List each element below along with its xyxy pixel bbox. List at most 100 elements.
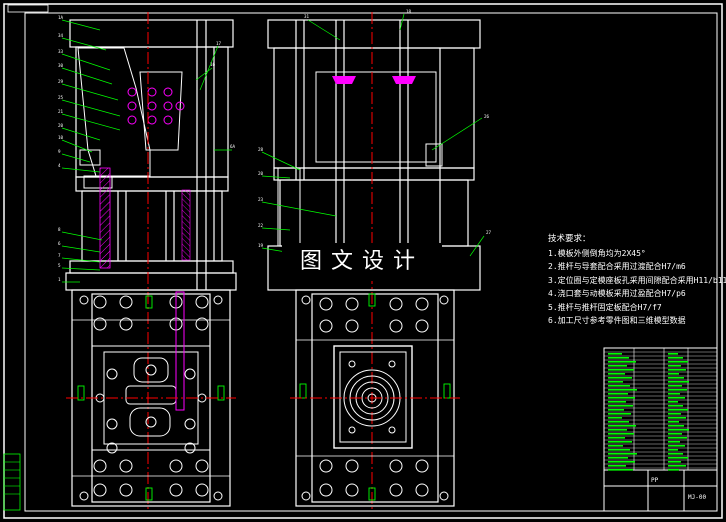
bom-row-mark — [668, 441, 680, 443]
bom-row-mark — [668, 409, 688, 411]
bom-row-mark — [668, 449, 678, 451]
left-cavity-holes — [127, 87, 185, 125]
svg-text:6: 6 — [58, 241, 61, 246]
bom-row-mark — [608, 429, 627, 431]
bom-row-mark — [668, 405, 683, 407]
svg-text:5: 5 — [58, 263, 61, 268]
title-block-drawing-code: MJ-00 — [688, 494, 707, 501]
svg-text:28: 28 — [258, 147, 264, 152]
title-block-material: PP — [651, 477, 659, 484]
bom-row-mark — [668, 413, 681, 415]
tech-note-5: 5.推杆与推杆固定板配合H7/f7 — [548, 302, 662, 312]
svg-text:25: 25 — [58, 95, 64, 100]
svg-text:17: 17 — [216, 41, 222, 46]
bom-row-mark — [608, 465, 626, 467]
svg-text:18: 18 — [406, 9, 412, 14]
bom-row-mark — [608, 373, 625, 375]
bom-row-mark — [608, 449, 630, 451]
bom-row-mark — [668, 445, 685, 447]
bom-row-mark — [668, 397, 685, 399]
svg-text:20: 20 — [258, 171, 264, 176]
svg-text:29: 29 — [58, 79, 64, 84]
bom-row-mark — [608, 381, 623, 383]
bom-row-mark — [668, 377, 684, 379]
bom-row-mark — [608, 453, 637, 455]
svg-text:6A: 6A — [230, 144, 236, 149]
bom-row-mark — [608, 393, 628, 395]
right-plan-bolt-holes — [301, 295, 449, 501]
watermark: 图文设计 — [282, 243, 442, 281]
right-side-section — [267, 19, 481, 291]
bom-row-mark — [608, 397, 635, 399]
bom-row-mark — [608, 469, 633, 471]
svg-text:27: 27 — [486, 230, 492, 235]
svg-text:22: 22 — [258, 223, 264, 228]
bom-row-mark — [608, 425, 636, 427]
bom-row-text — [608, 353, 689, 471]
bom-row-mark — [608, 377, 632, 379]
tech-note-2: 2.推杆与导套配合采用过渡配合H7/m6 — [548, 262, 686, 271]
bom-row-mark — [668, 353, 678, 355]
tech-note-4: 4.浇口套与动模板采用过盈配合H7/p6 — [548, 289, 686, 298]
bom-row-mark — [668, 365, 681, 367]
svg-text:9: 9 — [58, 149, 61, 154]
tech-note-6: 6.加工尺寸参考零件图和三维模型数据 — [548, 316, 686, 325]
svg-text:20: 20 — [58, 123, 64, 128]
bom-row-mark — [608, 389, 637, 391]
bom-row-mark — [668, 373, 679, 375]
bom-row-mark — [608, 457, 628, 459]
left-front-section — [65, 19, 237, 291]
bom-row-mark — [608, 433, 634, 435]
left-plan-cavity — [125, 357, 177, 437]
bom-row-mark — [668, 433, 682, 435]
svg-text:10: 10 — [58, 135, 64, 140]
bom-row-mark — [668, 369, 686, 371]
svg-text:30: 30 — [58, 63, 64, 68]
bom-row-mark — [608, 417, 622, 419]
bom-row-mark — [668, 437, 687, 439]
tech-notes-title: 技术要求： — [548, 234, 591, 244]
svg-text:7: 7 — [58, 253, 61, 258]
svg-text:23: 23 — [258, 197, 264, 202]
bom-row-mark — [668, 457, 688, 459]
bom-row-mark — [608, 369, 634, 371]
bom-row-mark — [608, 421, 629, 423]
bom-row-mark — [668, 417, 686, 419]
bom-row-mark — [608, 357, 629, 359]
bom-row-mark — [608, 361, 636, 363]
bom-row-mark — [668, 425, 684, 427]
tech-note-1: 1.模板外侧倒角均为2X45° — [548, 248, 646, 258]
svg-text:8: 8 — [58, 227, 61, 232]
bom-row-mark — [608, 353, 622, 355]
bom-row-mark — [668, 421, 679, 423]
bom-rows — [604, 351, 717, 469]
bom-row-mark — [608, 445, 623, 447]
svg-text:16: 16 — [210, 62, 216, 67]
bom-row-mark — [668, 385, 682, 387]
left-hatch-bar — [99, 167, 111, 269]
svg-text:4: 4 — [58, 163, 61, 168]
tech-note-3: 3.定位圈与定模座板孔采用间隙配合采用H11/b11 — [548, 275, 726, 285]
bom-row-mark — [608, 461, 635, 463]
svg-text:1: 1 — [58, 277, 61, 282]
left-plan-guide-pins — [77, 295, 225, 501]
svg-text:26: 26 — [484, 114, 490, 119]
bom-row-mark — [668, 381, 689, 383]
bom-row-mark — [608, 405, 633, 407]
bom-row-mark — [608, 365, 627, 367]
bom-row-mark — [668, 389, 687, 391]
left-hatch-pin — [181, 189, 191, 261]
bom-row-mark — [668, 429, 689, 431]
bom-row-mark — [668, 357, 683, 359]
bom-row-mark — [668, 401, 678, 403]
bom-row-mark — [668, 469, 679, 471]
left-plan-magenta-slot — [175, 291, 185, 411]
bom-row-mark — [608, 409, 624, 411]
bom-row-mark — [668, 453, 683, 455]
bom-row-mark — [668, 461, 681, 463]
bom-row-mark — [668, 393, 680, 395]
drawing-frame — [3, 3, 723, 519]
bom-row-mark — [608, 385, 630, 387]
